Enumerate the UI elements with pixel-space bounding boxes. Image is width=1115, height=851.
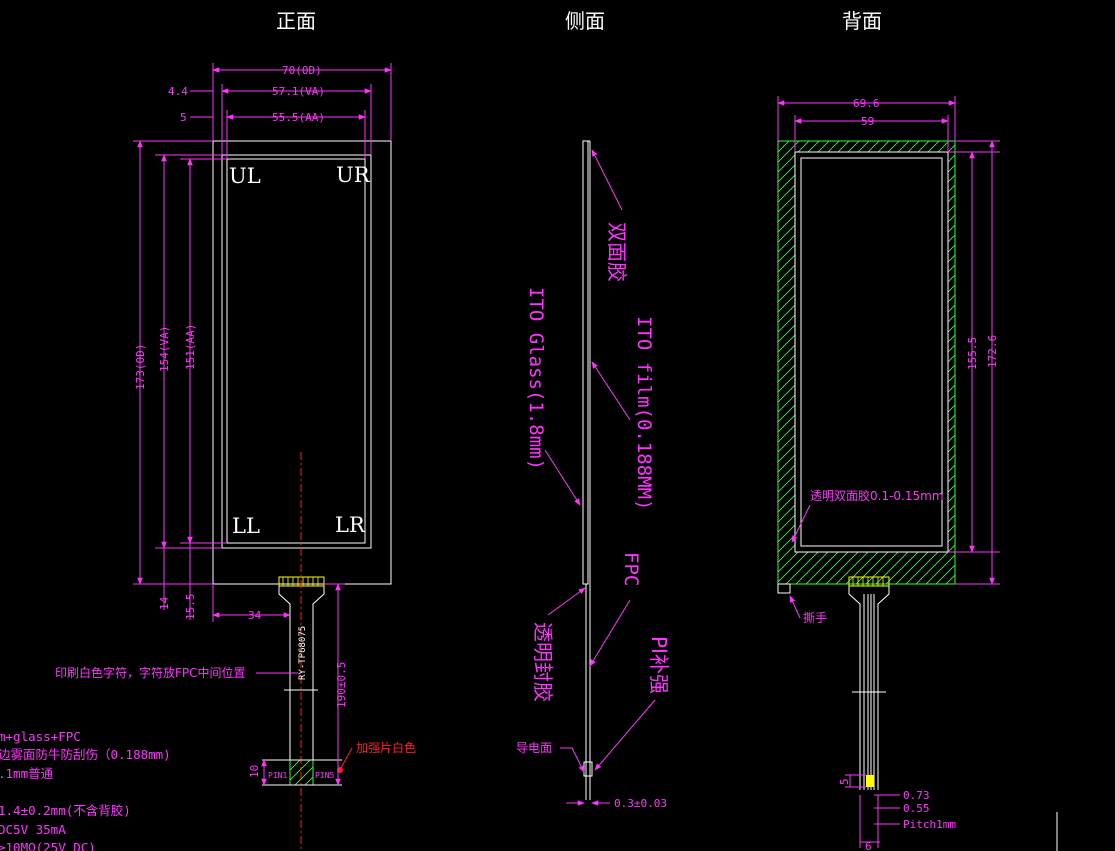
side-conductive-face: 导电面 xyxy=(516,741,552,755)
dim-od-height: 173(OD) xyxy=(134,344,147,390)
front-view: UL UR LL LR RY-TP68075 PIN1 PIN5 加强片白色 7… xyxy=(55,63,416,851)
corner-lr: LR xyxy=(335,513,366,537)
dim-offset-va: 4.4 xyxy=(168,85,188,98)
dim-va-height: 154(VA) xyxy=(158,326,171,372)
side-view: 双面胶 ITO Glass(1.8mm) ITO film(0.188MM) F… xyxy=(516,140,671,810)
fpc-printed-text: RY-TP68075 xyxy=(298,626,308,680)
note-4: 1.4±0.2mm(不含背胶) xyxy=(0,803,131,818)
dim-offset-aa: 5 xyxy=(180,111,187,124)
back-tape-note: 透明双面胶0.1-0.15mm xyxy=(810,488,944,503)
front-view-title: 正面 xyxy=(276,9,316,33)
dim-fpc-length: 190±0.5 xyxy=(335,662,348,708)
back-tear-tab-label: 撕手 xyxy=(803,611,827,625)
dim-aa-height: 151(AA) xyxy=(184,324,197,370)
side-glass xyxy=(582,140,589,585)
dim-va-width: 57.1(VA) xyxy=(272,85,325,98)
back-tear-tab xyxy=(777,583,791,594)
spec-notes: m+glass+FPC 边雾面防牛防刮伤（0.188mm) .1mm普通 1.4… xyxy=(0,729,171,851)
back-dim-055: 0.55 xyxy=(903,802,930,815)
back-width-2: 59 xyxy=(861,115,874,128)
side-view-title: 侧面 xyxy=(565,9,605,33)
side-double-tape: 双面胶 xyxy=(605,222,629,282)
side-thickness: 0.3±0.03 xyxy=(614,797,667,810)
note-5: DC5V 35mA xyxy=(0,822,66,837)
corner-ur: UR xyxy=(336,163,371,187)
dim-bottom-14: 14 xyxy=(158,596,171,610)
side-ito-film: ITO film(0.188MM) xyxy=(633,316,655,510)
note-6: ≥10MΩ(25V DC) xyxy=(0,840,96,851)
stiffener-note: 加强片白色 xyxy=(356,740,416,755)
back-pad-5: 5 xyxy=(838,778,851,785)
side-clear-seal: 透明封胶 xyxy=(531,622,555,702)
dim-od-width: 70(OD) xyxy=(282,64,322,77)
back-view-title: 背面 xyxy=(842,9,882,33)
back-dim-073: 0.73 xyxy=(903,789,930,802)
note-1: m+glass+FPC xyxy=(0,729,81,744)
back-fpc-pad xyxy=(866,775,874,787)
front-outline-od xyxy=(212,140,392,585)
front-aa-frame xyxy=(226,158,366,544)
side-pi-stiffener: PI补强 xyxy=(647,636,671,694)
dim-pad-10: 10 xyxy=(248,765,261,778)
dim-bottom-15-5: 15.5 xyxy=(184,594,197,621)
back-dim-6: 6 xyxy=(865,840,872,851)
back-height-1: 155.5 xyxy=(966,337,979,370)
back-height-2: 172.6 xyxy=(986,335,999,368)
note-2: 边雾面防牛防刮伤（0.188mm) xyxy=(0,747,171,762)
dim-aa-width: 55.5(AA) xyxy=(272,111,325,124)
dim-fpc-offset: 34 xyxy=(248,609,262,622)
pin1-label: PIN1 xyxy=(268,771,287,780)
back-width-1: 69.6 xyxy=(853,97,880,110)
back-view: 撕手 透明双面胶0.1-0.15mm 69.6 59 155.5 172.6 5 xyxy=(777,96,1058,851)
corner-ll: LL xyxy=(232,514,260,538)
corner-ul: UL xyxy=(229,164,261,188)
pin5-label: PIN5 xyxy=(315,771,334,780)
front-stiffener-pad xyxy=(289,759,314,786)
back-window xyxy=(794,151,949,553)
note-3: .1mm普通 xyxy=(0,766,54,781)
side-fpc: FPC xyxy=(620,552,642,586)
print-note: 印刷白色字符，字符放FPC中间位置 xyxy=(55,665,246,680)
back-pitch: Pitch1mm xyxy=(903,818,956,831)
side-ito-glass: ITO Glass(1.8mm) xyxy=(525,287,547,470)
front-va-frame xyxy=(221,154,372,549)
front-fpc-outline xyxy=(278,584,325,760)
